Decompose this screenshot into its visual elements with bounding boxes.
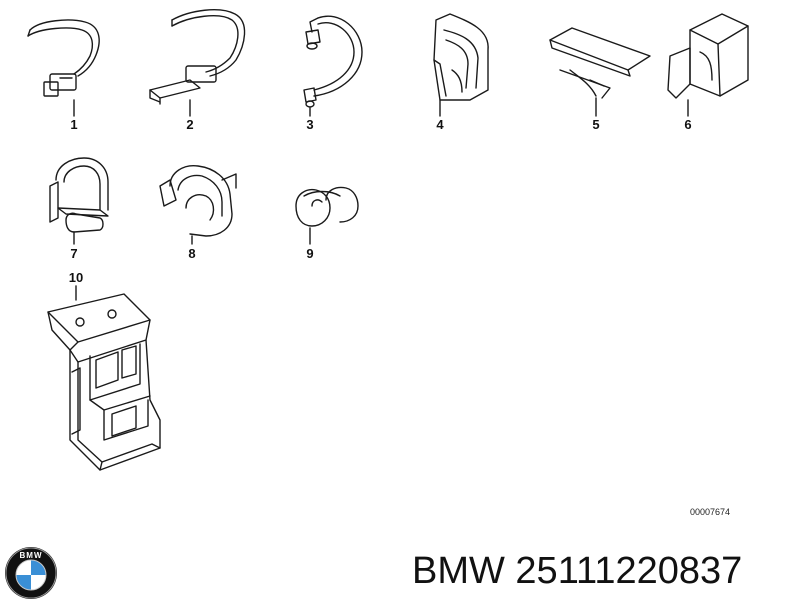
part-4-drawing <box>433 13 489 101</box>
part-9-drawing <box>295 186 359 227</box>
callout-part-6: 6 <box>684 117 692 132</box>
callout-part-9: 9 <box>306 246 314 261</box>
part-2-drawing <box>149 9 246 105</box>
drawing-number: 00007674 <box>690 507 731 517</box>
part-8-drawing <box>159 165 237 237</box>
part-1-drawing <box>27 19 100 97</box>
part-3-drawing <box>303 15 363 108</box>
callout-part-4: 4 <box>436 117 444 132</box>
bmw-logo-icon: BMW <box>5 547 57 599</box>
part-5-drawing <box>549 27 651 99</box>
callout-part-1: 1 <box>70 117 78 132</box>
callout-part-8: 8 <box>188 246 196 261</box>
callout-part-5: 5 <box>592 117 600 132</box>
footer-part-title: BMW 25111220837 <box>412 550 743 592</box>
part-6-drawing <box>667 13 749 99</box>
part-7-drawing <box>49 157 109 233</box>
part-10-drawing <box>47 293 161 471</box>
svg-text:BMW: BMW <box>20 551 43 560</box>
callout-part-2: 2 <box>186 117 194 132</box>
callout-part-3: 3 <box>306 117 314 132</box>
callout-part-10: 10 <box>68 270 84 285</box>
callout-part-7: 7 <box>70 246 78 261</box>
